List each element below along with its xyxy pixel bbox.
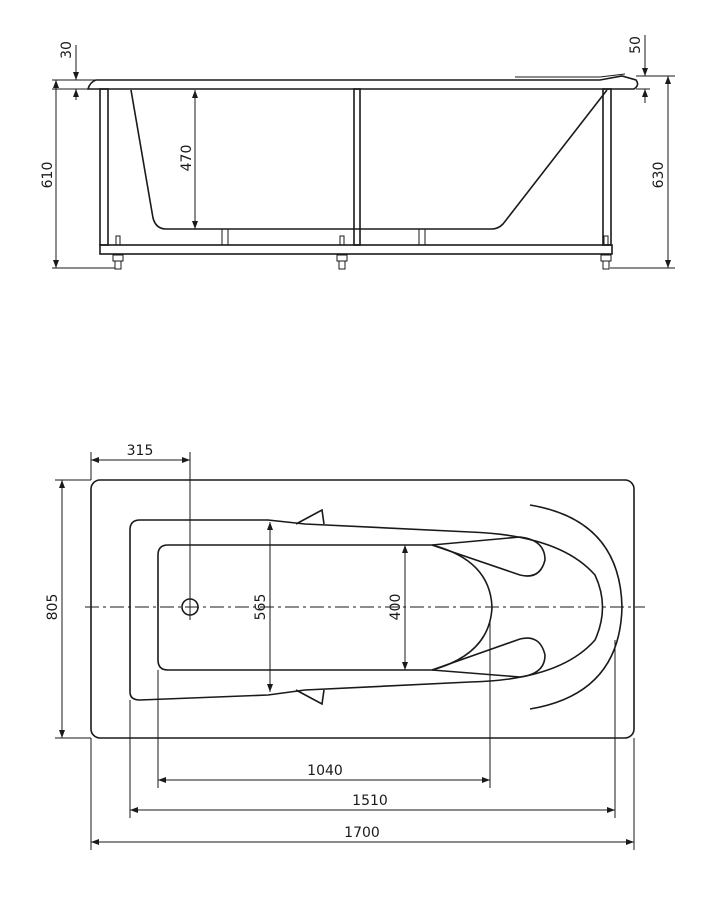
dim-height-left: 610 — [40, 162, 56, 189]
side-view: 30 610 470 50 630 — [40, 35, 675, 270]
foot — [112, 235, 612, 270]
dim-length: 1700 — [344, 825, 380, 841]
dim-rim-right: 50 — [628, 36, 644, 54]
dim-bottom-length: 1040 — [307, 763, 343, 779]
support-post — [418, 228, 426, 246]
dim-bottom-width: 400 — [388, 594, 404, 621]
headrest — [515, 73, 626, 78]
frame-leg-left — [99, 88, 109, 246]
rim — [86, 75, 639, 90]
outer-rim — [90, 479, 635, 739]
dimension-lines — [52, 35, 675, 269]
handle-top — [431, 536, 546, 577]
dim-width: 805 — [45, 594, 61, 621]
handle-bottom — [431, 637, 546, 678]
dim-inner-length: 1510 — [352, 793, 388, 809]
tub-body — [130, 89, 608, 230]
dim-rim-left: 30 — [59, 41, 75, 59]
inner-rim — [129, 519, 604, 701]
dim-depth: 470 — [179, 145, 195, 172]
armrest-wing-bottom — [295, 689, 325, 706]
dim-inner-width: 565 — [253, 594, 269, 621]
dim-height-right: 630 — [651, 162, 667, 189]
top-view: 315 805 565 400 1040 1510 1700 — [45, 443, 645, 850]
frame-base — [99, 244, 613, 255]
dimension-lines — [55, 452, 635, 850]
frame-leg-right — [602, 88, 612, 246]
frame-post-middle — [353, 88, 361, 246]
dim-drain-offset: 315 — [127, 443, 154, 459]
support-post — [221, 228, 229, 246]
armrest-wing-top — [295, 508, 325, 525]
